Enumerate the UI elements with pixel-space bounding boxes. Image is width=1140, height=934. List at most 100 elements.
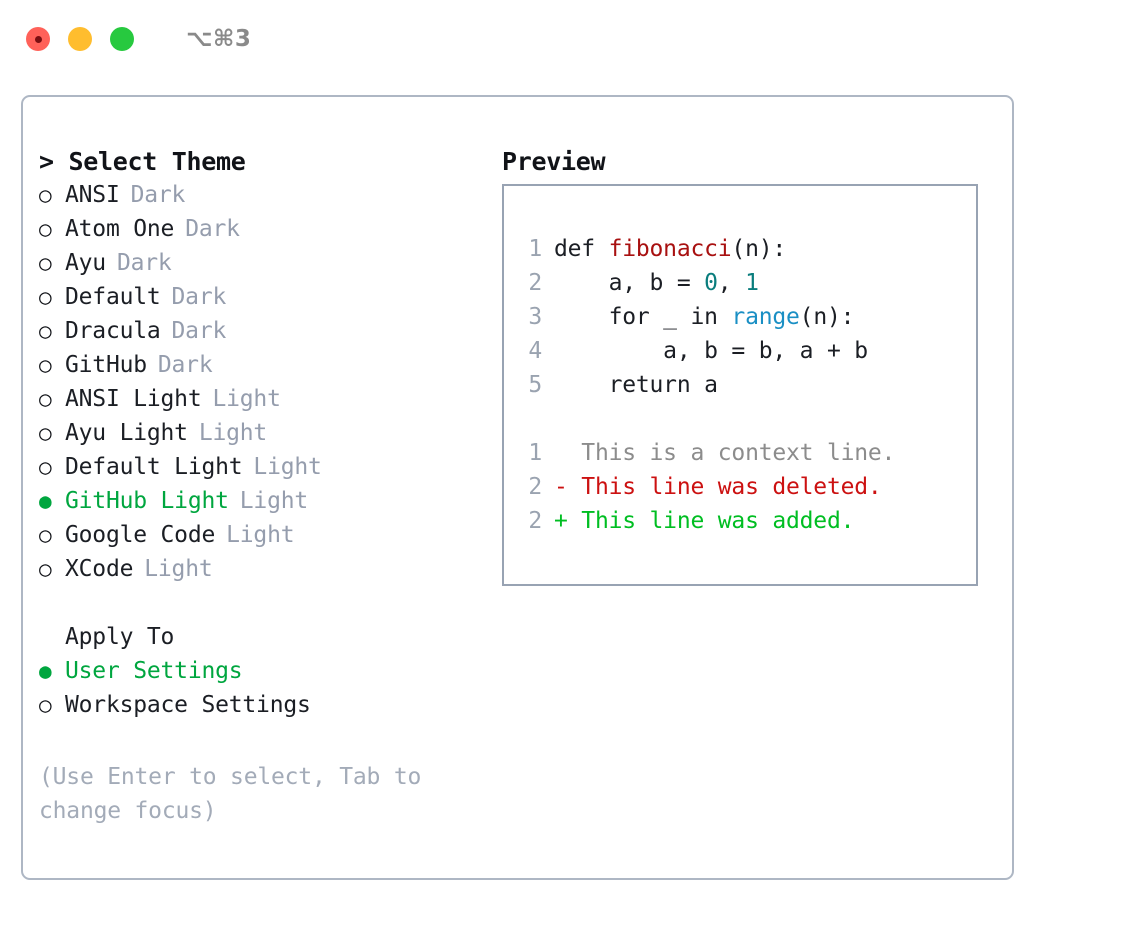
theme-option-label: Dracula bbox=[65, 318, 161, 344]
theme-option-label: Google Code bbox=[65, 522, 216, 548]
diff-line-text: This line was added. bbox=[567, 508, 855, 534]
apply-to-option-label: Workspace Settings bbox=[65, 692, 311, 718]
radio-unselected-icon: ○ bbox=[39, 693, 52, 717]
code-line: 5 return a bbox=[516, 372, 970, 406]
code-token-plain: (n): bbox=[731, 236, 787, 262]
theme-variant-badge: Dark bbox=[130, 182, 186, 208]
radio-unselected-icon: ○ bbox=[39, 353, 52, 377]
radio-unselected-icon: ○ bbox=[39, 557, 52, 581]
theme-option-ayu-light[interactable]: ○ Ayu Light Light bbox=[39, 420, 499, 454]
theme-variant-badge: Dark bbox=[185, 216, 240, 242]
code-token-num: 1 bbox=[745, 270, 759, 296]
code-token-plain: a, b = b, a + b bbox=[554, 338, 868, 364]
radio-unselected-icon: ○ bbox=[39, 319, 52, 343]
code-line: 3 for _ in range(n): bbox=[516, 304, 970, 338]
close-icon bbox=[34, 35, 42, 43]
line-number: 2 bbox=[528, 508, 542, 534]
code-token-plain: for _ in bbox=[554, 304, 732, 330]
close-button[interactable] bbox=[26, 27, 50, 51]
line-number: 2 bbox=[528, 474, 542, 500]
theme-variant-badge: Light bbox=[144, 556, 213, 582]
code-diff-separator bbox=[516, 406, 970, 440]
theme-option-label: Default bbox=[65, 284, 161, 310]
line-number: 1 bbox=[528, 236, 542, 262]
theme-option-label: Ayu Light bbox=[65, 420, 188, 446]
preview-header: Preview bbox=[502, 147, 606, 176]
theme-option-github-light[interactable]: ● GitHub Light Light bbox=[39, 488, 499, 522]
apply-to-list: ● User Settings ○ Workspace Settings bbox=[39, 658, 499, 726]
code-token-call: range bbox=[731, 304, 800, 330]
theme-option-label: ANSI bbox=[65, 182, 120, 208]
code-token-plain: (n): bbox=[799, 304, 855, 330]
code-token-plain: a, b = bbox=[554, 270, 705, 296]
theme-option-label: XCode bbox=[65, 556, 134, 582]
apply-to-option-label: User Settings bbox=[65, 658, 243, 684]
theme-option-label: Atom One bbox=[65, 216, 175, 242]
radio-selected-icon: ● bbox=[39, 659, 52, 683]
theme-option-label: GitHub Light bbox=[65, 488, 229, 514]
diff-line-text: This is a context line. bbox=[567, 440, 896, 466]
line-number: 1 bbox=[528, 440, 542, 466]
diff-marker-icon: - bbox=[554, 474, 568, 500]
radio-unselected-icon: ○ bbox=[39, 387, 52, 411]
code-token-plain: return a bbox=[554, 372, 718, 398]
theme-option-label: Ayu bbox=[65, 250, 106, 276]
title-bar: ⌥⌘3 bbox=[0, 0, 1140, 78]
radio-selected-icon: ● bbox=[39, 489, 52, 513]
keyboard-hint-text: (Use Enter to select, Tab to change focu… bbox=[39, 764, 422, 824]
code-line-text: for _ in range(n): bbox=[554, 304, 855, 330]
line-number: 3 bbox=[528, 304, 542, 330]
theme-option-ayu[interactable]: ○ Ayu Dark bbox=[39, 250, 499, 284]
select-theme-header: > Select Theme bbox=[39, 147, 246, 176]
code-line-text: def fibonacci(n): bbox=[554, 236, 786, 262]
apply-to-section: Apply To ●User Settings○Workspace Settin… bbox=[39, 624, 499, 726]
code-line-text: return a bbox=[554, 372, 718, 398]
line-number: 2 bbox=[528, 270, 542, 296]
minimize-button[interactable] bbox=[68, 27, 92, 51]
theme-variant-badge: Light bbox=[239, 488, 309, 514]
code-token-plain: , bbox=[717, 270, 746, 296]
diff-marker-icon: + bbox=[554, 508, 568, 534]
radio-unselected-icon: ○ bbox=[39, 183, 52, 207]
code-token-plain: def bbox=[554, 236, 609, 262]
radio-unselected-icon: ○ bbox=[39, 285, 52, 309]
diff-line-add: 2 + This line was added. bbox=[516, 508, 970, 542]
radio-unselected-icon: ○ bbox=[39, 523, 52, 547]
theme-variant-badge: Dark bbox=[157, 352, 213, 378]
keyboard-shortcut-label: ⌥⌘3 bbox=[186, 26, 252, 52]
apply-to-option-user-settings[interactable]: ● User Settings bbox=[39, 658, 499, 692]
apply-to-option-workspace-settings[interactable]: ○ Workspace Settings bbox=[39, 692, 499, 726]
theme-option-ansi[interactable]: ○ ANSI Dark bbox=[39, 182, 499, 216]
radio-unselected-icon: ○ bbox=[39, 217, 52, 241]
theme-variant-badge: Dark bbox=[116, 250, 172, 276]
maximize-button[interactable] bbox=[110, 27, 134, 51]
theme-option-atom-one[interactable]: ○ Atom One Dark bbox=[39, 216, 499, 250]
code-token-fn: fibonacci bbox=[608, 236, 732, 262]
line-number: 5 bbox=[528, 372, 542, 398]
theme-option-xcode[interactable]: ○ XCode Light bbox=[39, 556, 499, 590]
theme-variant-badge: Light bbox=[198, 420, 268, 446]
code-token-num: 0 bbox=[704, 270, 718, 296]
code-line: 2 a, b = 0, 1 bbox=[516, 270, 970, 304]
diff-line-del: 2- This line was deleted. bbox=[516, 474, 970, 508]
radio-unselected-icon: ○ bbox=[39, 421, 52, 445]
theme-variant-badge: Light bbox=[212, 386, 281, 412]
code-line: 4 a, b = b, a + b bbox=[516, 338, 970, 372]
diff-marker-icon bbox=[554, 440, 568, 466]
code-line: 1 def fibonacci(n): bbox=[516, 236, 970, 270]
radio-unselected-icon: ○ bbox=[39, 251, 52, 275]
line-number: 4 bbox=[528, 338, 542, 364]
